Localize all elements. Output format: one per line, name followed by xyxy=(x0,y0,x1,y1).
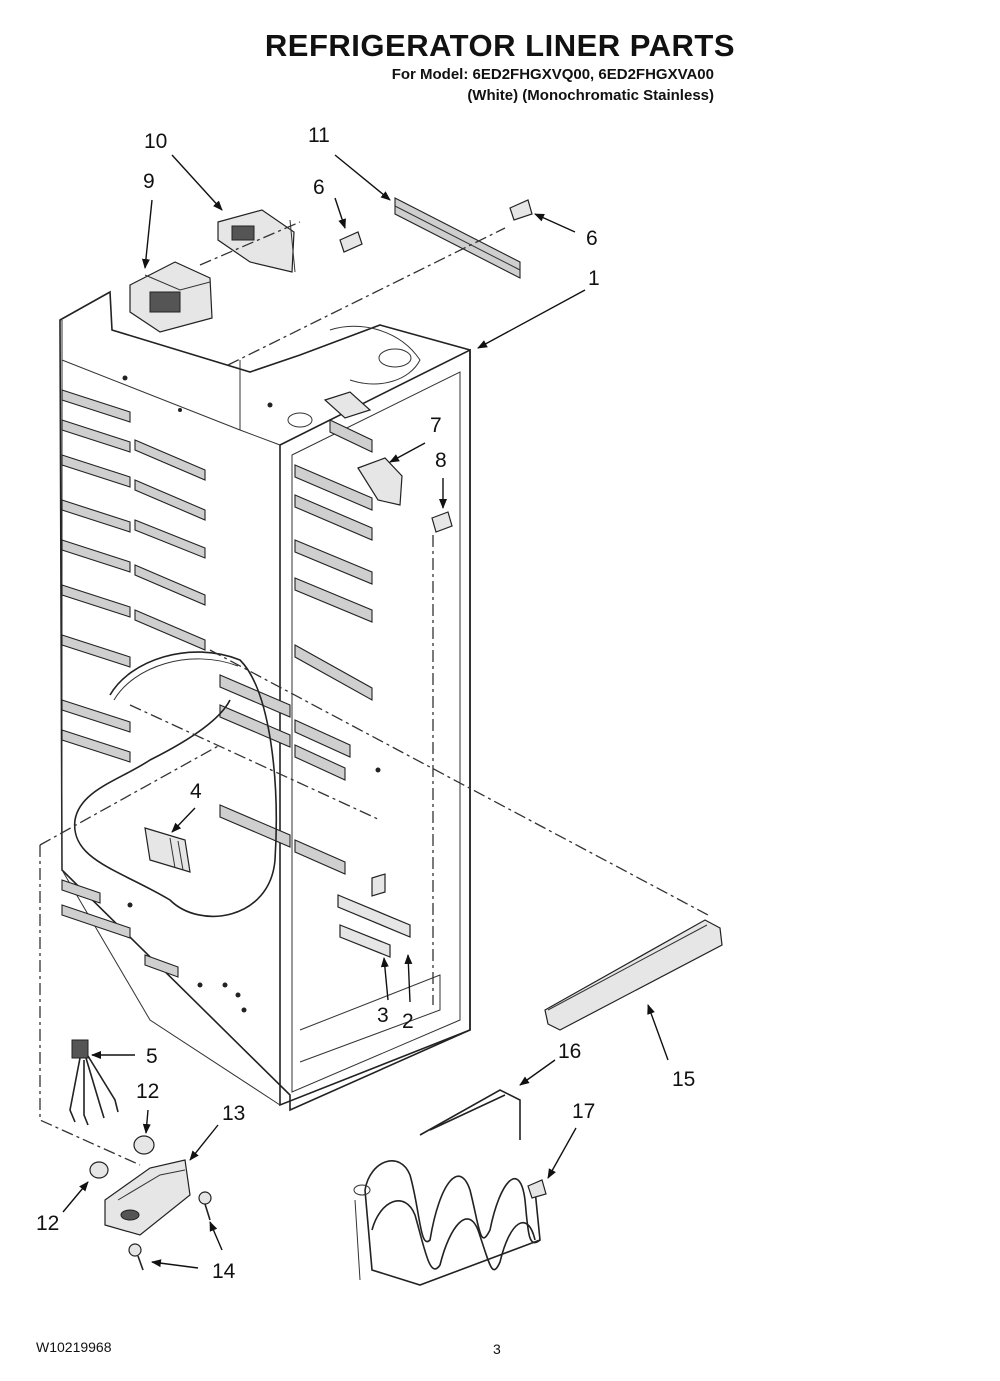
part-12-grommet-a xyxy=(133,1135,155,1155)
callout-labels: 10 9 11 6 6 1 7 8 4 3 2 5 12 13 12 14 15… xyxy=(36,124,695,1283)
callout-5: 5 xyxy=(146,1045,158,1068)
callout-6b: 6 xyxy=(586,227,598,250)
callout-2: 2 xyxy=(402,1010,414,1033)
shelf-support-2 xyxy=(371,873,386,897)
callout-17: 17 xyxy=(572,1100,595,1123)
part-8-screw xyxy=(431,511,453,533)
model-line: For Model: 6ED2FHGXVQ00, 6ED2FHGXVA00 xyxy=(391,66,714,83)
part-14-screw-a xyxy=(198,1191,212,1221)
screw-6a xyxy=(339,231,363,253)
callout-16: 16 xyxy=(558,1040,581,1063)
part-4-control xyxy=(144,827,191,873)
leader-arrows xyxy=(62,154,669,1269)
callout-13: 13 xyxy=(222,1102,245,1125)
shelf-support-3 xyxy=(337,894,411,938)
callout-4: 4 xyxy=(190,780,202,803)
right-shelf-rails xyxy=(219,419,373,875)
part-12-grommet-b xyxy=(89,1161,109,1179)
callout-12b: 12 xyxy=(36,1212,59,1235)
callout-7: 7 xyxy=(430,414,442,437)
part-13-housing xyxy=(104,1159,191,1236)
callout-14: 14 xyxy=(212,1260,236,1283)
liner-body xyxy=(59,290,471,1112)
part-9-damper xyxy=(129,261,213,333)
part-11-strip xyxy=(394,197,521,279)
part-7-bracket xyxy=(357,457,403,506)
page-title: REFRIGERATOR LINER PARTS xyxy=(264,28,736,63)
callout-9: 9 xyxy=(143,170,155,193)
callout-1: 1 xyxy=(588,267,600,290)
part-17-screw xyxy=(527,1179,547,1199)
part-16-evaporator xyxy=(353,1089,541,1286)
callout-15: 15 xyxy=(672,1068,695,1091)
wire-harness-loop xyxy=(73,651,277,918)
callout-6a: 6 xyxy=(313,176,325,199)
page-number: 3 xyxy=(493,1341,501,1357)
assembly-lines xyxy=(39,221,709,1166)
callout-11: 11 xyxy=(308,124,330,147)
variant-line: (White) (Monochromatic Stainless) xyxy=(467,87,714,104)
screw-6b xyxy=(509,199,533,221)
callout-10: 10 xyxy=(144,130,167,153)
callout-8: 8 xyxy=(435,449,447,472)
part-15-cover xyxy=(544,919,723,1031)
part-14-screw-b xyxy=(128,1243,144,1271)
left-shelf-rails xyxy=(61,389,206,978)
callout-3: 3 xyxy=(377,1004,389,1027)
callout-12a: 12 xyxy=(136,1080,159,1103)
doc-number: W10219968 xyxy=(36,1339,112,1355)
part-10-bracket xyxy=(217,209,296,273)
part-5-harness xyxy=(69,1039,119,1126)
